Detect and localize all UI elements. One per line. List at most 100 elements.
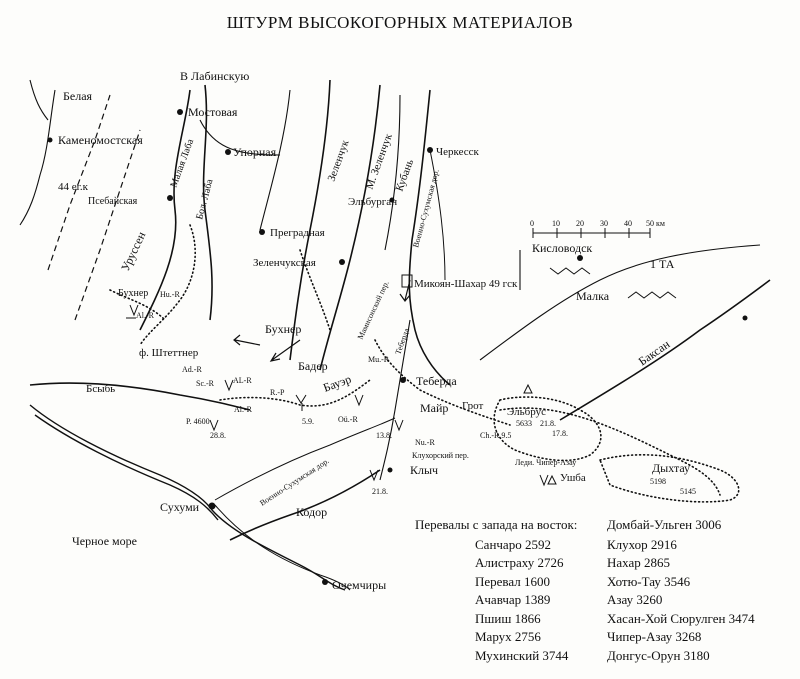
unit-marks: Hu.-R Al.-R Ad.-R AL-R Sc.-R R.-P P. 460… — [136, 290, 568, 496]
baksan-river — [559, 279, 771, 421]
scale-tick-50: 50 км — [646, 219, 665, 228]
label-m-zelenchuk: М. Зеленчук — [364, 132, 395, 192]
pass-mark-5 — [394, 419, 404, 432]
pass-mark-2 — [224, 379, 234, 392]
arrow-1 — [233, 334, 261, 346]
front-dots-5 — [499, 407, 721, 496]
kodor-river — [229, 469, 381, 541]
kuban-river — [408, 89, 451, 386]
urussen-line — [74, 129, 141, 321]
town-pregradnaya — [259, 229, 265, 235]
voenno-sukhumskaya-road — [214, 417, 396, 501]
label-kislovodsk: Кисловодск — [532, 241, 592, 255]
label-5145: 5145 — [680, 487, 696, 496]
map-title: ШТУРМ ВЫСОКОГОРНЫХ МАТЕРИАЛОВ — [227, 13, 573, 32]
laba-branch — [199, 119, 281, 156]
legend-col1-item: Ачавчар 1389 — [475, 592, 550, 607]
label-corps44: 44 ег.к — [58, 181, 89, 193]
legend-col2-item: Чипер-Азау 3268 — [607, 629, 701, 644]
legend-col2-item: Азау 3260 — [607, 592, 662, 607]
label-upornaya: Упорная — [233, 145, 277, 159]
black-sea-coast — [29, 404, 346, 591]
town-klych — [387, 467, 393, 473]
label-ushba: Ушба — [560, 472, 586, 484]
arrow-3 — [399, 279, 411, 302]
label-ochamchiry: Очемчиры — [332, 578, 386, 592]
pass-marks — [126, 304, 549, 487]
label-bol-laba: Бол. Лаба — [194, 177, 215, 220]
legend-heading: Перевалы с запада на восток: — [415, 517, 577, 532]
unit-mark-3: Ad.-R — [182, 365, 202, 374]
label-black-sea: Черное море — [72, 534, 137, 548]
label-cherkessk: Черкесск — [436, 146, 480, 158]
legend-col2-item: Хасан-Хой Сюрулген 3474 — [607, 611, 755, 626]
label-malaya-laba: Малая Лаба — [168, 137, 196, 189]
label-elbrus: Эльбрус — [507, 406, 546, 418]
town-zelenchukskaya — [339, 259, 345, 265]
label-urussen: Уруссен — [118, 229, 149, 273]
scale-bar: 0 10 20 30 40 50 км — [530, 219, 665, 238]
teberda-river — [379, 319, 411, 481]
unit-mark-16: 21.8. — [540, 419, 556, 428]
scale-tick-30: 30 — [600, 219, 608, 228]
label-voenno-sukhumskaya-2: Военно-Сухумская дор. — [258, 456, 331, 507]
unit-mark-1: Hu.-R — [160, 290, 180, 299]
label-shtettner: ф. Штеттнер — [139, 347, 199, 359]
pass-mark-3 — [295, 394, 307, 411]
town-cherkessk — [427, 147, 433, 153]
label-1ta: 1 ТА — [650, 257, 675, 271]
label-bader: Бадер — [298, 359, 328, 373]
label-bsyb: Бсыбь — [86, 383, 115, 395]
label-zelenchuk: Зеленчук — [326, 138, 352, 183]
legend-col1-item: Перевал 1600 — [475, 574, 550, 589]
place-labels: В Лабинскую Белая Мостовая Каменомостска… — [58, 69, 696, 592]
label-mostovaya: Мостовая — [188, 105, 238, 119]
label-klukhor-pass: Клухорский пер. — [412, 451, 469, 460]
label-pregradnaya: Преградная — [270, 227, 325, 239]
scale-tick-40: 40 — [624, 219, 632, 228]
unit-mark-17: Ch.-R 9.5 — [480, 431, 511, 440]
unit-mark-7: P. 4600 — [186, 417, 210, 426]
town-teberda — [400, 377, 406, 383]
label-lady-chiper: Леди. Чипер-Азау — [515, 458, 576, 467]
ushba-peak-icon — [547, 474, 557, 485]
legend-col2-item: Хотю-Тау 3546 — [607, 574, 691, 589]
unit-mark-5: Sc.-R — [196, 379, 215, 388]
pass-legend: Перевалы с запада на восток: Санчаро 259… — [415, 517, 755, 663]
unit-mark-12: Al.-R — [234, 405, 253, 414]
label-psebayskaya: Псебайская — [88, 196, 138, 207]
label-sukhumi: Сухуми — [160, 500, 200, 514]
legend-col1-item: Марух 2756 — [475, 629, 541, 644]
legend-col2-item: Нахар 2865 — [607, 555, 670, 570]
zelenchuk-river — [289, 79, 331, 361]
legend-col2-item: Домбай-Ульген 3006 — [607, 517, 722, 532]
label-belaya: Белая — [63, 89, 93, 103]
dykhtau-massif — [598, 454, 740, 503]
unit-mark-6: R.-P — [270, 388, 285, 397]
mikoyan-hq-symbol — [401, 274, 413, 288]
front-dots-6 — [299, 249, 331, 331]
unit-mark-13: Nu.-R — [415, 438, 435, 447]
scale-tick-20: 20 — [576, 219, 584, 228]
scale-tick-0: 0 — [530, 219, 534, 228]
label-klych: Клыч — [410, 463, 438, 477]
kuban-tributary — [384, 94, 401, 251]
pass-mark-6 — [209, 419, 219, 432]
scale-tick-10: 10 — [552, 219, 560, 228]
unit-mark-15: 21.8. — [372, 487, 388, 496]
label-zelenchukskaya: Зеленчукская — [253, 257, 316, 269]
town-kamennomostskaya — [47, 137, 53, 143]
unit-mark-11: Oü.-R — [338, 415, 358, 424]
pass-mark-8 — [539, 474, 549, 487]
legend-col1-item: Санчаро 2592 — [475, 537, 551, 552]
label-bukhner-1: Бухнер — [118, 288, 148, 299]
coast-inner — [34, 414, 219, 521]
legend-col1-item: Мухинский 3744 — [475, 648, 569, 663]
unit-mark-9: 5.9. — [302, 417, 314, 426]
unit-mark-14: 13.8. — [376, 431, 392, 440]
rivers — [19, 79, 771, 591]
malka-river — [479, 244, 761, 361]
malaya-laba-river — [139, 89, 191, 331]
label-dykhtau: Дыхтау — [652, 461, 690, 475]
